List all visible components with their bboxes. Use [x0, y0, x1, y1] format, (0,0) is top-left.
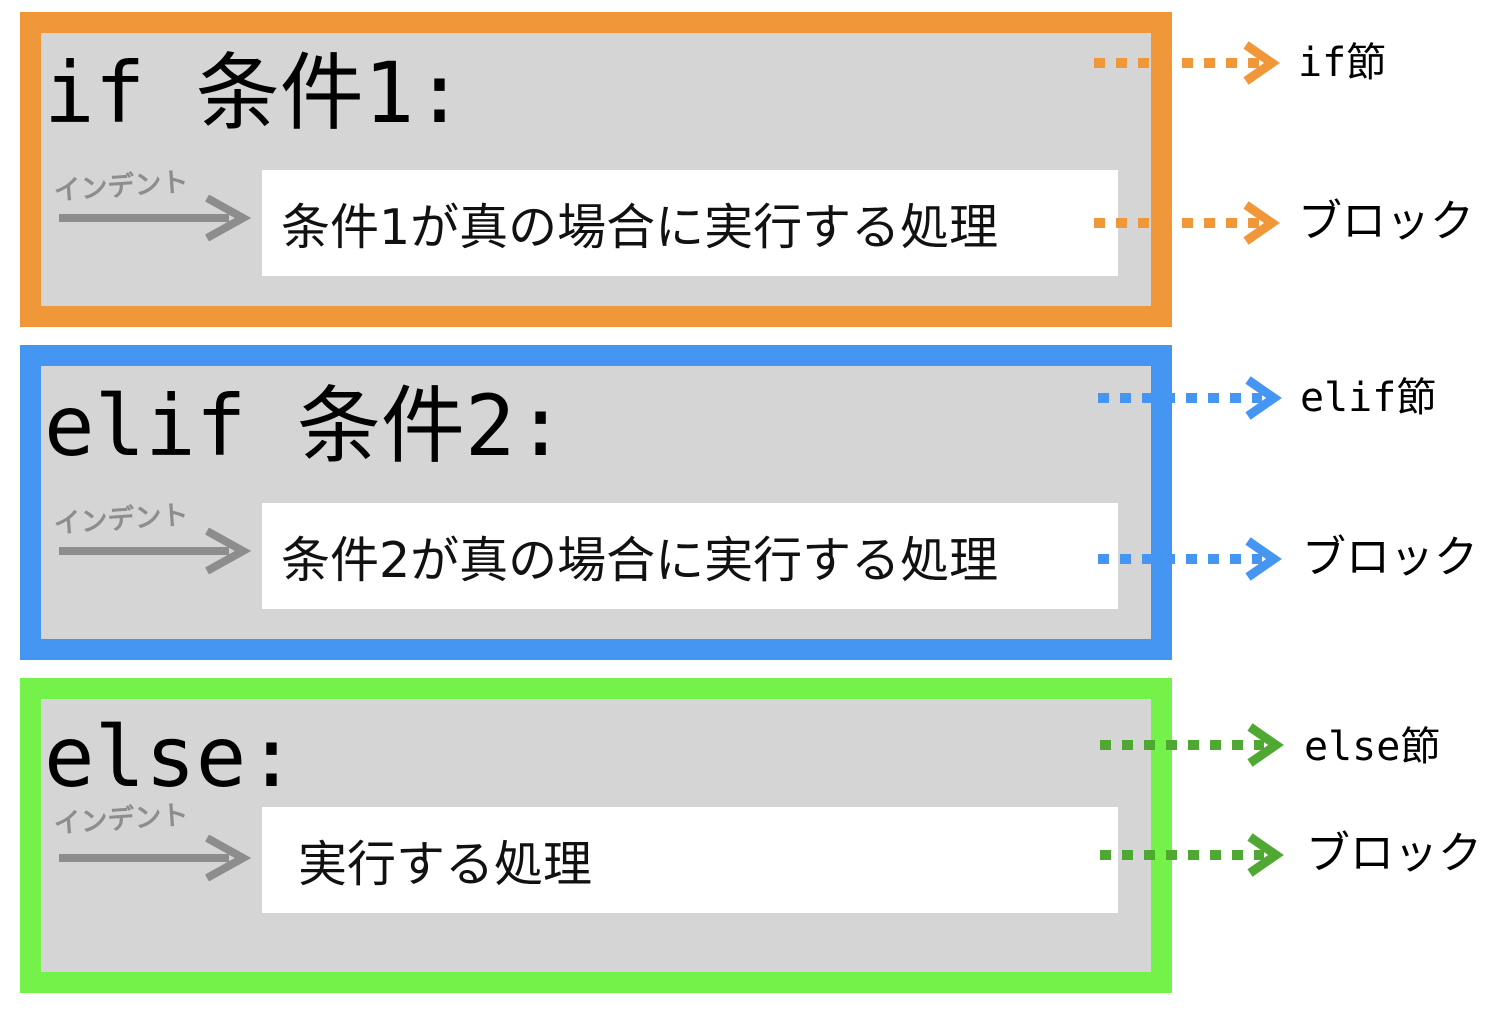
if-block-text: 条件1が真の場合に実行する処理	[281, 198, 999, 256]
indent-arrow-icon	[59, 528, 252, 574]
elif-block-label: ブロック	[1302, 532, 1478, 583]
else-clause-label: else節	[1304, 724, 1441, 770]
else-block-label: ブロック	[1306, 828, 1482, 879]
else-clause-box: else: インデント 実行する処理	[20, 678, 1172, 993]
if-block-box: 条件1が真の場合に実行する処理	[262, 170, 1118, 276]
elif-clause-header: elif 条件2:	[44, 377, 567, 475]
if-clause-header: if 条件1:	[44, 44, 465, 142]
elif-block-box: 条件2が真の場合に実行する処理	[262, 503, 1118, 609]
if-clause-box: if 条件1: インデント 条件1が真の場合に実行する処理	[20, 12, 1172, 327]
elif-block-text: 条件2が真の場合に実行する処理	[281, 531, 999, 589]
elif-clause-box: elif 条件2: インデント 条件2が真の場合に実行する処理	[20, 345, 1172, 660]
indent-label: インデント	[52, 799, 190, 841]
if-block-label: ブロック	[1298, 196, 1474, 247]
else-clause-header: else:	[44, 708, 297, 806]
else-block-text: 実行する処理	[298, 835, 593, 893]
indent-arrow-icon	[59, 195, 252, 241]
indent-arrow-icon	[59, 835, 252, 881]
elif-clause-label: elif節	[1300, 375, 1437, 421]
else-block-box: 実行する処理	[262, 807, 1118, 913]
if-clause-label: if節	[1298, 40, 1387, 86]
